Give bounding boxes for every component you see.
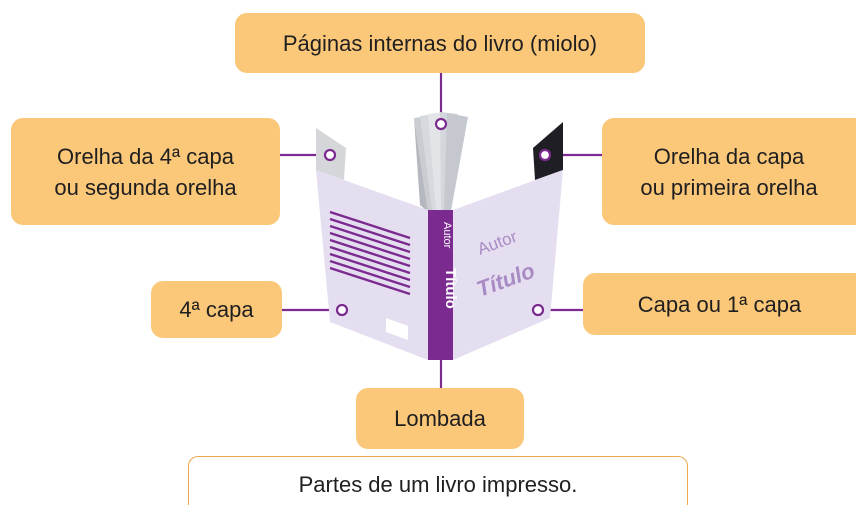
marker-miolo — [434, 117, 448, 131]
figure-caption: Partes de um livro impresso. — [188, 456, 688, 505]
marker-orelha-capa — [538, 148, 552, 162]
back-cover — [316, 170, 428, 360]
marker-orelha-quarta — [323, 148, 337, 162]
label-orelha-quarta-line1: Orelha da 4ª capa — [57, 143, 234, 169]
label-miolo: Páginas internas do livro (miolo) — [235, 13, 645, 73]
label-orelha-capa: Orelha da capa ou primeira orelha — [602, 118, 856, 225]
marker-quarta-capa — [335, 303, 349, 317]
label-capa: Capa ou 1ª capa — [583, 273, 856, 335]
label-orelha-quarta-line2: ou segunda orelha — [54, 174, 237, 200]
label-quarta-capa: 4ª capa — [151, 281, 282, 338]
pages-fan — [414, 112, 468, 212]
label-orelha-quarta-capa: Orelha da 4ª capa ou segunda orelha — [11, 118, 280, 225]
spine-author: Autor — [441, 222, 453, 249]
barcode-box — [386, 318, 408, 340]
label-capa-text: Capa ou 1ª capa — [637, 291, 802, 317]
label-quarta-capa-text: 4ª capa — [179, 297, 254, 322]
label-orelha-capa-line2: ou primeira orelha — [640, 174, 818, 200]
label-miolo-text: Páginas internas do livro (miolo) — [282, 30, 598, 56]
figure-caption-text: Partes de um livro impresso. — [298, 472, 578, 497]
label-lombada-text: Lombada — [394, 406, 486, 431]
back-cover-text-lines — [329, 210, 411, 296]
spine — [428, 210, 453, 360]
label-orelha-capa-line1: Orelha da capa — [653, 143, 805, 169]
marker-capa — [531, 303, 545, 317]
spine-title: Título — [442, 268, 459, 309]
label-lombada: Lombada — [356, 388, 524, 449]
